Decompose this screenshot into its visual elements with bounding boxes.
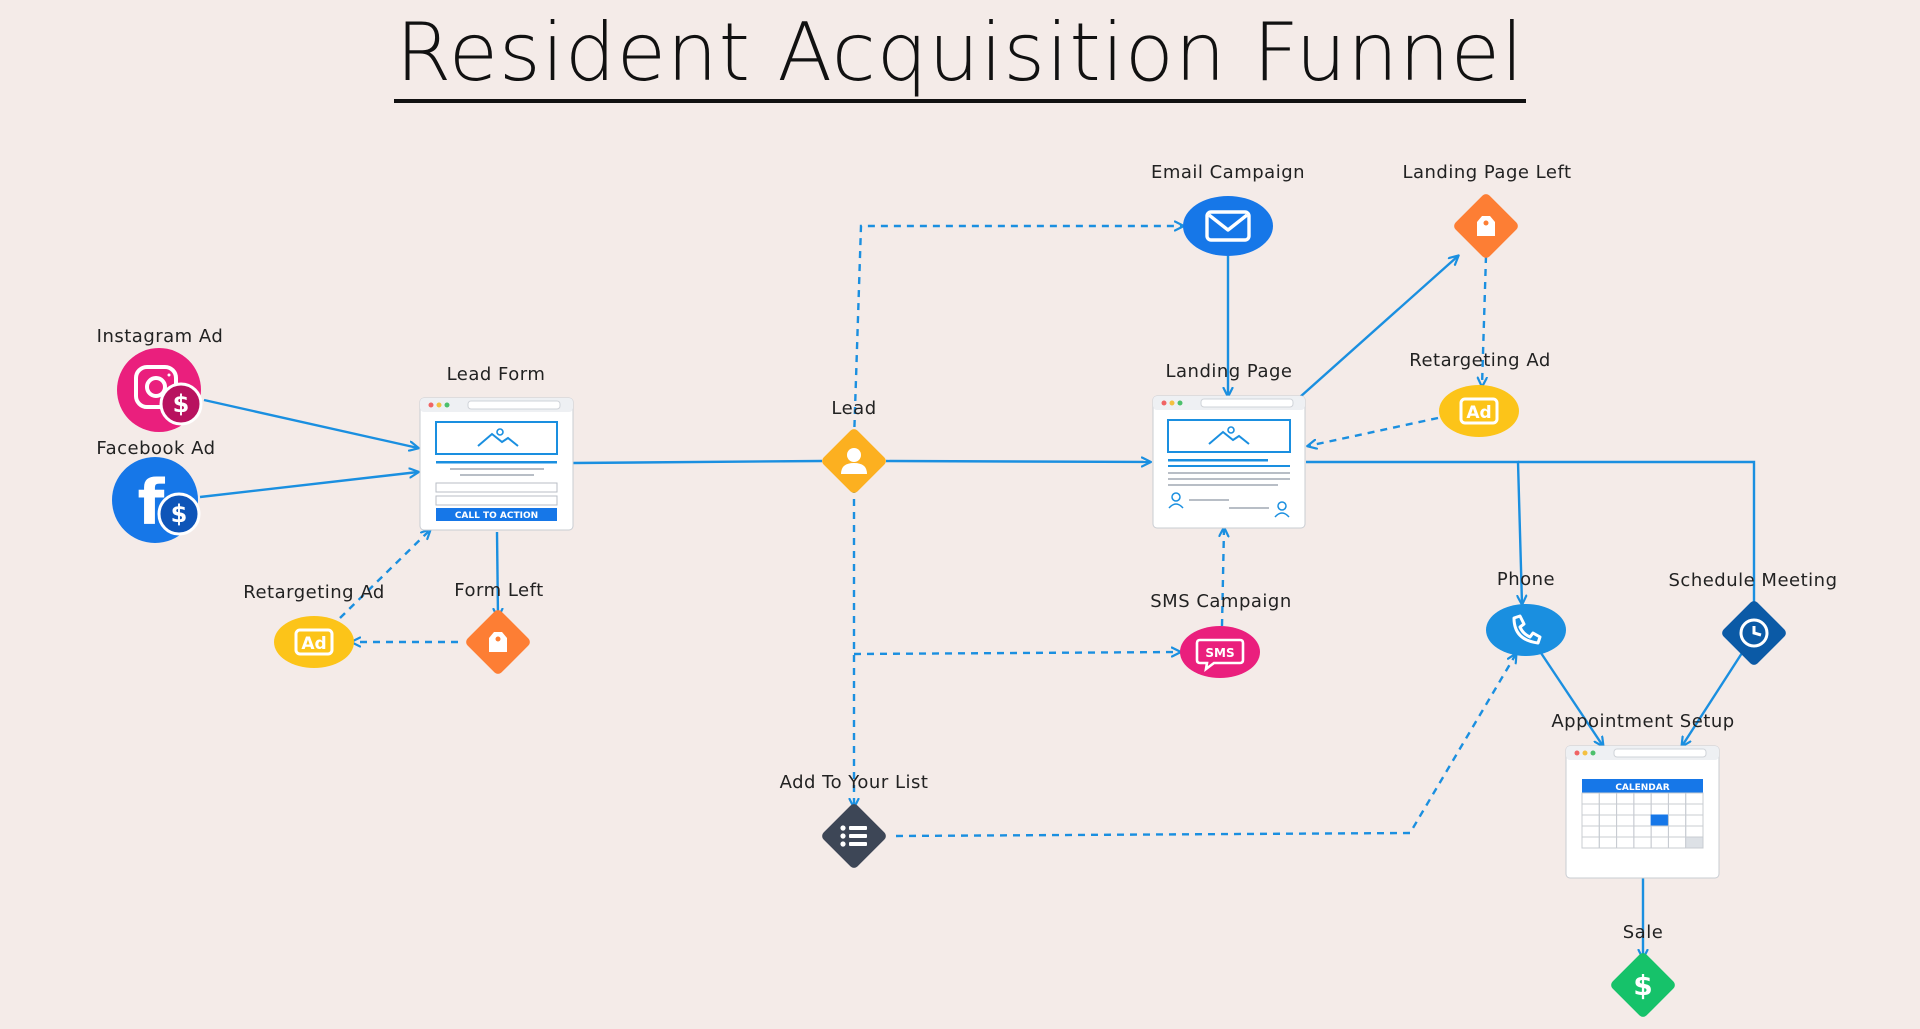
label-email-campaign: Email Campaign [1150, 162, 1306, 183]
label-retargeting-ad-left: Retargeting Ad [243, 582, 385, 603]
calendar-header: CALENDAR [1615, 783, 1669, 793]
label-facebook-ad: Facebook Ad [96, 438, 216, 459]
edge-phone-to-appointment [1540, 652, 1603, 746]
edge-leadform-to-lead [572, 459, 823, 465]
label-retargeting-ad-right: Retargeting Ad [1409, 350, 1551, 371]
edge-retargeting-right-to-landingpage [1308, 416, 1439, 446]
landing-page-left-node[interactable] [1452, 192, 1520, 260]
label-appointment-setup: Appointment Setup [1551, 711, 1735, 732]
email-campaign-node[interactable] [1183, 196, 1273, 256]
edge-landingpageleft-to-retargeting-right [1482, 255, 1486, 386]
label-landing-page: Landing Page [1165, 361, 1293, 382]
page-title: Resident Acquisition Funnel [0, 6, 1920, 103]
label-lead: Lead [831, 398, 877, 419]
dollar-badge-icon: $ [157, 492, 201, 536]
edge-lead-to-sms [853, 652, 1180, 654]
tag-icon [489, 632, 507, 652]
edge-landingpage-to-phone [1306, 460, 1522, 604]
phone-node[interactable] [1486, 604, 1566, 656]
edge-facebook-to-leadform [199, 472, 418, 499]
clock-icon [1739, 618, 1769, 648]
label-phone: Phone [1496, 569, 1556, 590]
edge-sms-to-landingpage [1222, 528, 1224, 627]
label-add-to-list: Add To Your List [779, 772, 929, 793]
appointment-setup-node[interactable]: CALENDAR [1565, 745, 1720, 879]
mail-icon [1205, 210, 1251, 242]
edge-schedule-to-appointment [1682, 652, 1744, 746]
svg-text:$: $ [173, 390, 190, 418]
label-sale: Sale [1622, 922, 1664, 943]
sms-icon: SMS [1205, 646, 1234, 660]
schedule-meeting-node[interactable] [1720, 599, 1788, 667]
dollar-badge-icon: $ [159, 382, 203, 426]
cta-text: CALL TO ACTION [455, 511, 538, 521]
label-lead-form: Lead Form [446, 364, 546, 385]
label-instagram-ad: Instagram Ad [96, 326, 224, 347]
lead-node[interactable] [820, 427, 888, 495]
phone-icon [1512, 614, 1542, 645]
label-schedule-meeting: Schedule Meeting [1668, 570, 1838, 591]
svg-text:$: $ [171, 500, 188, 528]
instagram-ad-node[interactable]: $ [117, 348, 203, 432]
ad-badge-icon: Ad [301, 634, 326, 654]
edge-instagram-to-leadform [203, 398, 418, 448]
facebook-ad-node[interactable]: f $ [112, 457, 201, 543]
edge-landingpage-to-landingpageleft [1299, 256, 1458, 398]
landing-page-node[interactable] [1152, 395, 1306, 529]
label-form-left: Form Left [454, 580, 544, 601]
edge-leadform-to-formleft [497, 531, 498, 617]
edge-lead-to-email [852, 226, 1183, 441]
sms-campaign-node[interactable]: SMS [1180, 626, 1260, 678]
dollar-icon: $ [1633, 969, 1652, 1002]
ad-badge-icon: Ad [1466, 403, 1491, 423]
label-landing-page-left: Landing Page Left [1402, 162, 1572, 183]
edge-landingpage-to-schedule [1518, 460, 1756, 606]
calendar-grid [1581, 792, 1704, 849]
retargeting-ad-left-node[interactable]: Ad [274, 616, 354, 668]
list-icon [840, 825, 867, 847]
tag-icon [1477, 216, 1495, 236]
add-to-list-node[interactable] [820, 802, 888, 870]
form-left-node[interactable] [464, 608, 532, 676]
sale-node[interactable]: $ [1609, 951, 1677, 1019]
edge-lead-to-landingpage [885, 461, 1150, 462]
label-sms-campaign: SMS Campaign [1150, 591, 1292, 612]
edge-list-to-phone [895, 654, 1516, 838]
edge-retargeting-left-to-leadform [339, 530, 430, 619]
lead-form-node[interactable]: CALL TO ACTION [419, 397, 574, 531]
retargeting-ad-right-node[interactable]: Ad [1439, 385, 1519, 437]
user-icon [841, 448, 867, 474]
